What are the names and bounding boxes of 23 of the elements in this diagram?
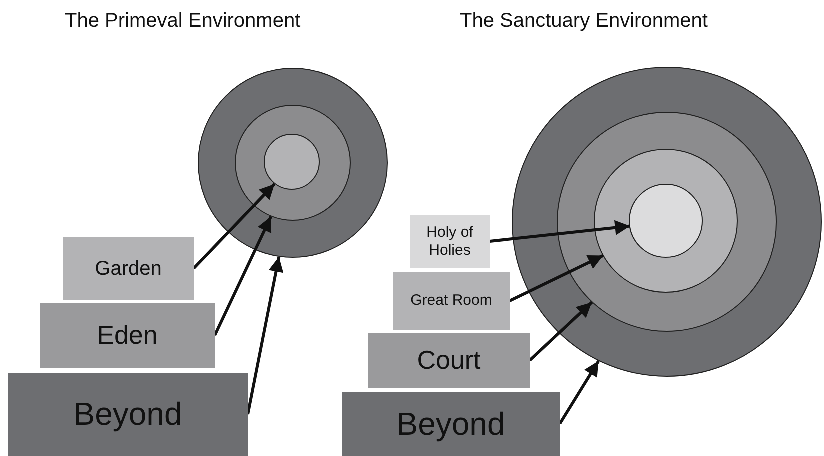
stacked-box	[8, 373, 248, 456]
arrow	[214, 216, 273, 336]
stacked-box	[342, 392, 560, 456]
arrow	[246, 256, 284, 415]
stacked-box	[368, 333, 530, 388]
box-label: Court	[417, 344, 481, 376]
arrow	[558, 360, 600, 425]
stacked-box	[393, 272, 510, 330]
arrow	[528, 301, 594, 362]
arrow	[192, 183, 276, 270]
heading: The Sanctuary Environment	[460, 10, 708, 33]
box-label: Beyond	[396, 404, 506, 444]
stacked-box	[63, 237, 194, 300]
box-label: Eden	[97, 320, 158, 352]
box-label: Holy of Holies	[426, 224, 474, 260]
stacked-box	[40, 303, 215, 368]
arrow	[509, 254, 604, 302]
arrow	[490, 220, 630, 243]
box-label: Beyond	[74, 395, 182, 434]
box-label: Great Room	[410, 292, 492, 310]
heading: The Primeval Environment	[65, 10, 301, 33]
box-label: Garden	[95, 256, 162, 280]
stacked-box	[410, 215, 490, 268]
